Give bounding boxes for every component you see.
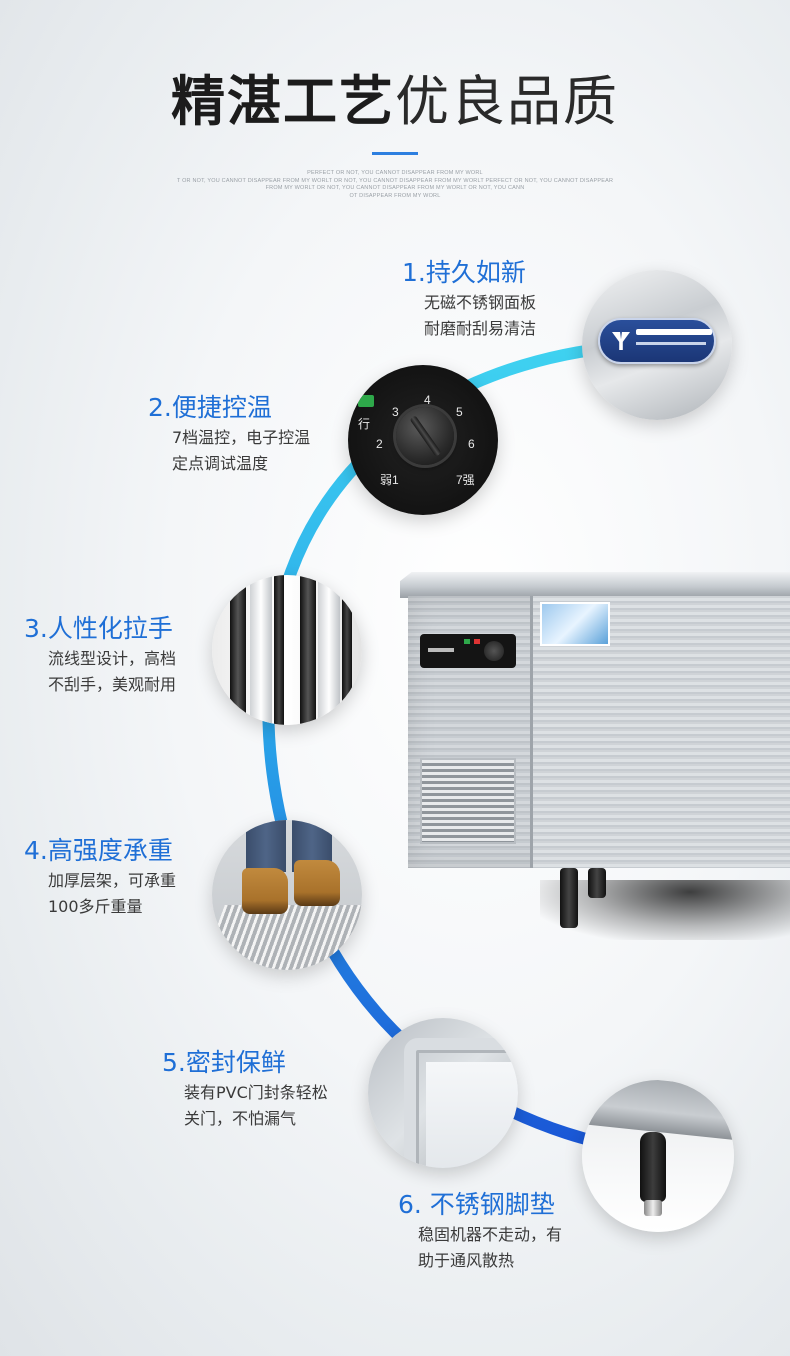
feature-5: 5.密封保鲜 装有PVC门封条轻松 关门，不怕漏气 bbox=[162, 1046, 328, 1132]
feature-title: 2.便捷控温 bbox=[148, 393, 272, 422]
boot-icon bbox=[242, 868, 288, 914]
dial-knob-icon bbox=[396, 407, 454, 465]
title-bold: 精湛工艺 bbox=[171, 70, 395, 133]
feature-title: 1.持久如新 bbox=[402, 258, 526, 287]
feature-title: 6. 不锈钢脚垫 bbox=[398, 1190, 555, 1219]
feature-desc: 无磁不锈钢面板 bbox=[424, 293, 537, 312]
brand-logo-icon bbox=[612, 332, 630, 350]
fridge-shadow bbox=[540, 880, 790, 940]
feature-title: 3.人性化拉手 bbox=[24, 614, 173, 643]
feature-title: 5.密封保鲜 bbox=[162, 1048, 286, 1077]
feature-desc: 流线型设计，高档 bbox=[48, 649, 177, 668]
boot-icon bbox=[294, 860, 340, 906]
dial-number: 6 bbox=[468, 437, 475, 451]
leg-icon bbox=[640, 1132, 666, 1202]
wire-shelf bbox=[212, 905, 362, 970]
panel-badge-image bbox=[582, 270, 732, 420]
pvc-seal bbox=[404, 1038, 518, 1168]
fridge-foot bbox=[560, 868, 578, 928]
dial-side-label: 行 bbox=[358, 417, 371, 431]
thermostat-dial-image: 行 2 3 4 5 6 弱1 7强 bbox=[348, 365, 498, 515]
fridge-worktop bbox=[400, 572, 790, 598]
feature-1: 1.持久如新 无磁不锈钢面板 耐磨耐刮易清洁 bbox=[402, 256, 536, 342]
dial-number: 5 bbox=[456, 405, 463, 419]
fridge-sticker bbox=[540, 602, 610, 646]
dial-number: 3 bbox=[392, 405, 399, 419]
title-underline bbox=[372, 152, 418, 155]
refrigerator-image bbox=[400, 572, 790, 928]
dial-number: 4 bbox=[424, 393, 431, 407]
feature-6: 6. 不锈钢脚垫 稳固机器不走动，有 助于通风散热 bbox=[398, 1188, 562, 1274]
indicator-light bbox=[358, 395, 374, 407]
feature-desc: 加厚层架，可承重 bbox=[48, 871, 177, 890]
feature-desc: 助于通风散热 bbox=[418, 1251, 515, 1270]
feature-desc: 关门，不怕漏气 bbox=[184, 1109, 297, 1128]
feature-2: 2.便捷控温 7档温控，电子控温 定点调试温度 bbox=[148, 391, 310, 477]
stainless-foot-image bbox=[582, 1080, 734, 1232]
title-light: 优良品质 bbox=[395, 70, 619, 133]
feature-desc: 定点调试温度 bbox=[172, 454, 269, 473]
feature-3: 3.人性化拉手 流线型设计，高档 不刮手，美观耐用 bbox=[24, 612, 176, 698]
feature-desc: 100多斤重量 bbox=[48, 897, 143, 916]
dial-high-label: 7强 bbox=[456, 473, 475, 487]
feature-4: 4.高强度承重 加厚层架，可承重 100多斤重量 bbox=[24, 834, 176, 920]
feature-title: 4.高强度承重 bbox=[24, 836, 173, 865]
feature-desc: 耐磨耐刮易清洁 bbox=[424, 319, 537, 338]
page-title: 精湛工艺优良品质 bbox=[0, 66, 790, 138]
dial-number: 2 bbox=[376, 437, 383, 451]
fridge-control-panel bbox=[420, 634, 516, 668]
feature-desc: 装有PVC门封条轻松 bbox=[184, 1083, 328, 1102]
door-seal-image bbox=[368, 1018, 518, 1168]
decorative-english-text: PERFECT OR NOT, YOU CANNOT DISAPPEAR FRO… bbox=[176, 170, 614, 199]
feature-desc: 不刮手，美观耐用 bbox=[48, 675, 177, 694]
fridge-foot bbox=[588, 868, 606, 898]
handle-image bbox=[212, 575, 362, 725]
feature-desc: 7档温控，电子控温 bbox=[172, 428, 311, 447]
dial-low-label: 弱1 bbox=[380, 473, 399, 487]
feature-desc: 稳固机器不走动，有 bbox=[418, 1225, 563, 1244]
fridge-vent bbox=[420, 758, 516, 844]
brand-badge bbox=[598, 318, 716, 364]
shelf-load-image bbox=[212, 820, 362, 970]
